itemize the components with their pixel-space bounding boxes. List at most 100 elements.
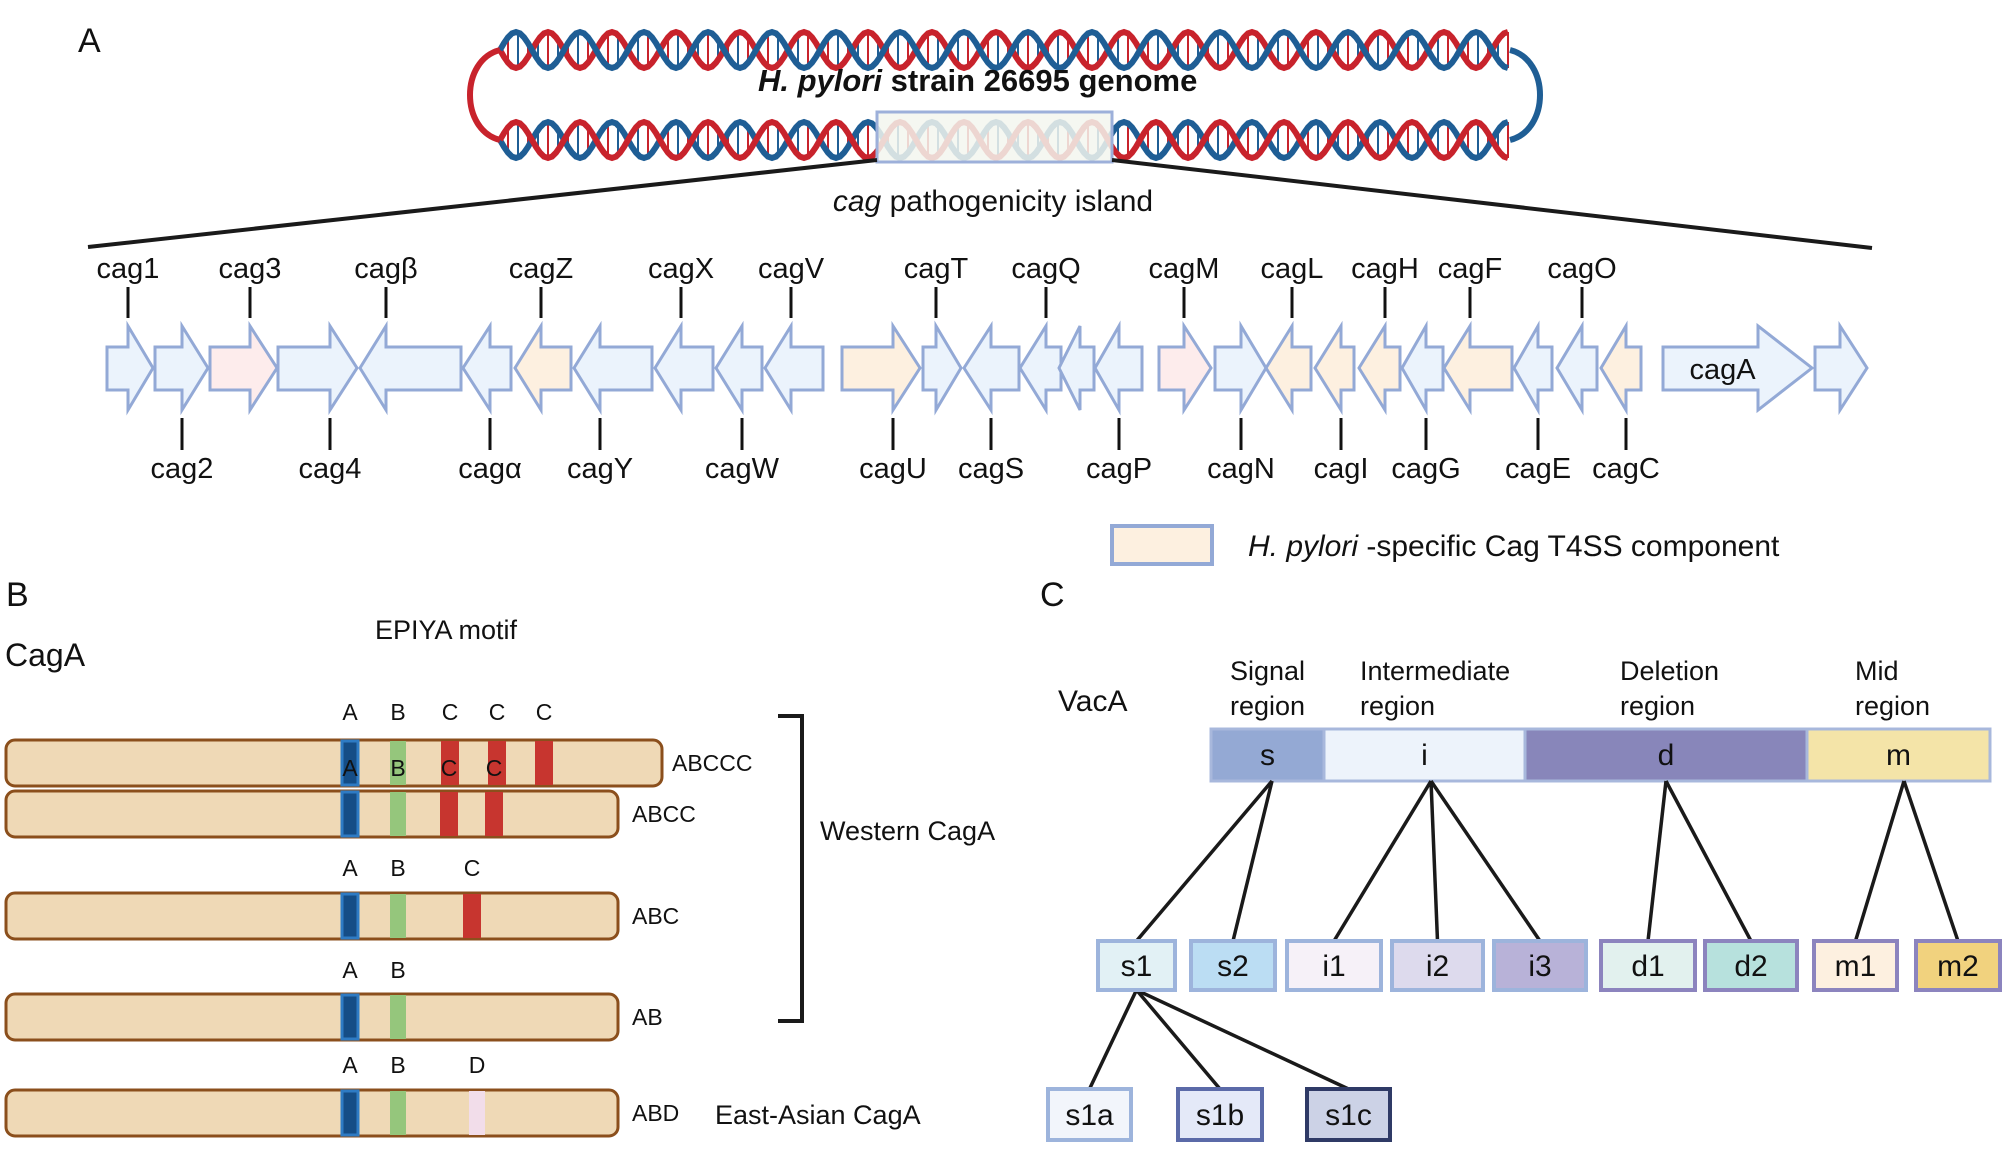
vacA-allele-i2: i2 xyxy=(1390,939,1485,992)
gene-label: cagβ xyxy=(354,253,417,285)
tree-line xyxy=(1135,988,1222,1091)
motif-label: B xyxy=(390,755,405,781)
cagA-protein-bar xyxy=(4,992,620,1042)
variant-name: ABCCC xyxy=(672,750,753,776)
gene-arrow xyxy=(840,320,922,416)
gene-label: cagα xyxy=(458,453,522,485)
vacA-region-key: d xyxy=(1658,739,1675,772)
helix-loop-right xyxy=(1509,47,1543,143)
gene-arrow xyxy=(1157,320,1213,416)
epiya-motif-C xyxy=(488,741,506,785)
gene-arrow xyxy=(714,320,764,416)
allele-box xyxy=(1096,939,1177,992)
allele-label: s2 xyxy=(1217,950,1249,983)
panel-b-letter: B xyxy=(6,576,29,614)
gene-label: cag2 xyxy=(151,453,214,485)
vacA-region-key: s xyxy=(1260,739,1275,772)
gene-arrow xyxy=(653,320,715,416)
gene-label: cag1 xyxy=(97,253,160,285)
gene-arrow xyxy=(1093,320,1144,416)
gene-arrow xyxy=(208,320,279,416)
island-title-rest: pathogenicity island xyxy=(881,185,1153,218)
allele-label: m2 xyxy=(1937,950,1979,983)
vacA-region-s: s Signal region xyxy=(1209,656,1326,783)
gene-cagβ: cagβ xyxy=(354,253,463,416)
vacA-subtype-s1a: s1a xyxy=(1046,1087,1133,1142)
epiya-motif-A xyxy=(340,1089,360,1137)
tree-line xyxy=(1853,780,1906,942)
gene-arrow xyxy=(962,320,1021,416)
gene-map: cag1cag2cag3cag4cagβcagαcagZcagYcagXcagW… xyxy=(97,253,1869,485)
gene-arrow xyxy=(1057,325,1096,411)
variant-name: AB xyxy=(632,1004,663,1030)
gene-label: cagW xyxy=(705,453,780,485)
gene-cagF: cagF xyxy=(1438,253,1514,416)
gene-label: cagA xyxy=(1689,354,1756,386)
gene-label: cagZ xyxy=(509,253,573,285)
gene-unlabeled xyxy=(1813,320,1869,416)
gene-arrow xyxy=(1400,320,1445,416)
gene-label: cagI xyxy=(1314,453,1369,485)
epiya-motif-C xyxy=(535,741,553,785)
gene-cagS: cagS xyxy=(958,320,1024,485)
vacA-subtype-s1b: s1b xyxy=(1176,1087,1264,1142)
gene-arrow xyxy=(358,320,463,416)
allele-label: d2 xyxy=(1734,950,1767,983)
east-asian-cagA-label: East-Asian CagA xyxy=(715,1100,921,1130)
vacA-region-title: Signal xyxy=(1230,656,1305,686)
gene-label: cagN xyxy=(1207,453,1275,485)
gene-label: cagV xyxy=(758,253,825,285)
vacA-region-title: region xyxy=(1620,691,1695,721)
gene-cagI: cagI xyxy=(1313,320,1369,485)
motif-label: A xyxy=(342,699,358,725)
gene-cag1: cag1 xyxy=(97,253,160,416)
gene-label: cagG xyxy=(1391,453,1460,485)
gene-arrow xyxy=(1213,320,1268,416)
legend-label: H. pylori -specific Cag T4SS component xyxy=(1248,530,1780,563)
epiya-motif-B xyxy=(390,741,406,785)
panel-c-letter: C xyxy=(1040,576,1065,614)
tree-line xyxy=(1429,780,1440,942)
gene-label: cagS xyxy=(958,453,1024,485)
gene-arrow xyxy=(1661,322,1815,414)
gene-arrow xyxy=(1813,320,1869,416)
gene-label: cagE xyxy=(1505,453,1571,485)
vacA-region-title: region xyxy=(1230,691,1305,721)
cag-island-highlight-box xyxy=(875,110,1114,164)
gene-cagW: cagW xyxy=(705,320,780,485)
vacA-allele-i3: i3 xyxy=(1492,939,1588,992)
island-title-cag: cag xyxy=(833,185,882,218)
epiya-motif-C xyxy=(463,894,481,938)
epiya-motif-A xyxy=(340,892,360,940)
vacA-allele-s1: s1 xyxy=(1096,939,1177,992)
helix-strand-red-top xyxy=(497,28,1509,72)
epiya-motif-B xyxy=(390,1091,406,1135)
epiya-motif-C xyxy=(485,792,503,836)
tree-line xyxy=(1664,780,1753,942)
tree-line xyxy=(1135,988,1350,1091)
vacA-region-title: Deletion xyxy=(1620,656,1719,686)
legend-species: H. pylori xyxy=(1248,530,1359,563)
western-cagA-label: Western CagA xyxy=(820,816,995,846)
gene-arrow xyxy=(1357,320,1402,416)
motif-label: A xyxy=(342,957,358,983)
epiya-motif-A xyxy=(340,739,360,787)
allele-label: i3 xyxy=(1528,950,1551,983)
gene-arrow xyxy=(105,320,155,416)
vacA-allele-m2: m2 xyxy=(1914,939,2002,992)
gene-label: cagM xyxy=(1149,253,1220,285)
gene-label: cagF xyxy=(1438,253,1502,285)
gene-cagM: cagM xyxy=(1149,253,1220,416)
gene-cag2: cag2 xyxy=(151,320,214,485)
vacA-region-title: Intermediate xyxy=(1360,656,1510,686)
gene-cagU: cagU xyxy=(840,320,927,485)
gene-cagC: cagC xyxy=(1592,320,1660,485)
epiya-motif-B xyxy=(390,995,406,1039)
tree-line xyxy=(1231,780,1274,942)
gene-arrow xyxy=(572,320,654,416)
vacA-region-block xyxy=(1209,727,1326,783)
